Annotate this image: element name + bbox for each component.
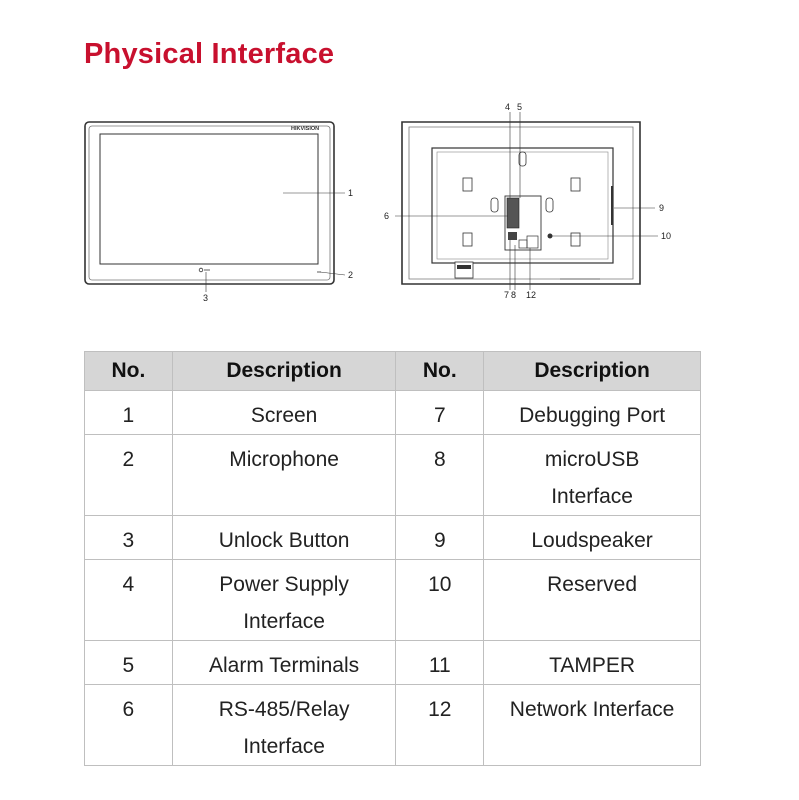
cell-description: Network Interface	[483, 684, 701, 766]
header-description-1: Description	[171, 351, 397, 391]
front-brand-logo: HIKVISION	[291, 126, 319, 132]
callout-3: 3	[203, 293, 208, 303]
callout-8: 8	[511, 290, 516, 300]
cell-description: RS-485/Relay Interface	[171, 684, 397, 766]
cell-description: Loudspeaker	[483, 515, 701, 560]
callout-7: 7	[504, 290, 509, 300]
table-row: 1 Screen 7 Debugging Port	[84, 390, 701, 435]
cell-description: Power Supply Interface	[171, 559, 397, 641]
device-diagram-svg: HIKVISION 1 2 3	[84, 102, 671, 303]
cell-description: Debugging Port	[483, 390, 701, 435]
cell-description: TAMPER	[483, 640, 701, 685]
callout-4: 4	[505, 102, 510, 112]
table-row: 3 Unlock Button 9 Loudspeaker	[84, 515, 701, 560]
callout-9: 9	[659, 203, 664, 213]
cell-no: 8	[395, 434, 485, 516]
cell-no: 10	[395, 559, 485, 641]
cell-no: 12	[395, 684, 485, 766]
cell-no: 1	[84, 390, 173, 435]
cell-no: 7	[395, 390, 485, 435]
cell-no: 6	[84, 684, 173, 766]
callout-2: 2	[348, 270, 353, 280]
cell-no: 2	[84, 434, 173, 516]
callout-6: 6	[384, 211, 389, 221]
cell-no: 3	[84, 515, 173, 560]
table-header-row: No. Description No. Description	[84, 351, 701, 391]
cell-no: 11	[395, 640, 485, 685]
cell-description: Reserved	[483, 559, 701, 641]
back-view: 4 5 6 7 8 9 10 12	[384, 102, 671, 300]
cell-description: Alarm Terminals	[171, 640, 397, 685]
callout-10: 10	[661, 231, 671, 241]
cell-description: Unlock Button	[171, 515, 397, 560]
table-row: 5 Alarm Terminals 11 TAMPER	[84, 640, 701, 685]
cell-description: Microphone	[171, 434, 397, 516]
header-no-1: No.	[84, 351, 173, 391]
page-title: Physical Interface	[84, 38, 335, 70]
header-no-2: No.	[395, 351, 485, 391]
callout-5: 5	[517, 102, 522, 112]
cell-no: 4	[84, 559, 173, 641]
device-diagram: HIKVISION 1 2 3	[0, 90, 799, 310]
interface-table: No. Description No. Description 1 Screen…	[84, 351, 701, 766]
header-description-2: Description	[483, 351, 701, 391]
cell-description: microUSB Interface	[483, 434, 701, 516]
cell-no: 5	[84, 640, 173, 685]
unlock-button-mark	[198, 267, 204, 273]
callout-1: 1	[348, 188, 353, 198]
cell-description: Screen	[171, 390, 397, 435]
table-row: 6 RS-485/Relay Interface 12 Network Inte…	[84, 684, 701, 766]
table-row: 4 Power Supply Interface 10 Reserved	[84, 559, 701, 641]
table-row: 2 Microphone 8 microUSB Interface	[84, 434, 701, 516]
callout-12: 12	[526, 290, 536, 300]
front-view: HIKVISION 1 2 3	[84, 121, 353, 303]
cell-no: 9	[395, 515, 485, 560]
